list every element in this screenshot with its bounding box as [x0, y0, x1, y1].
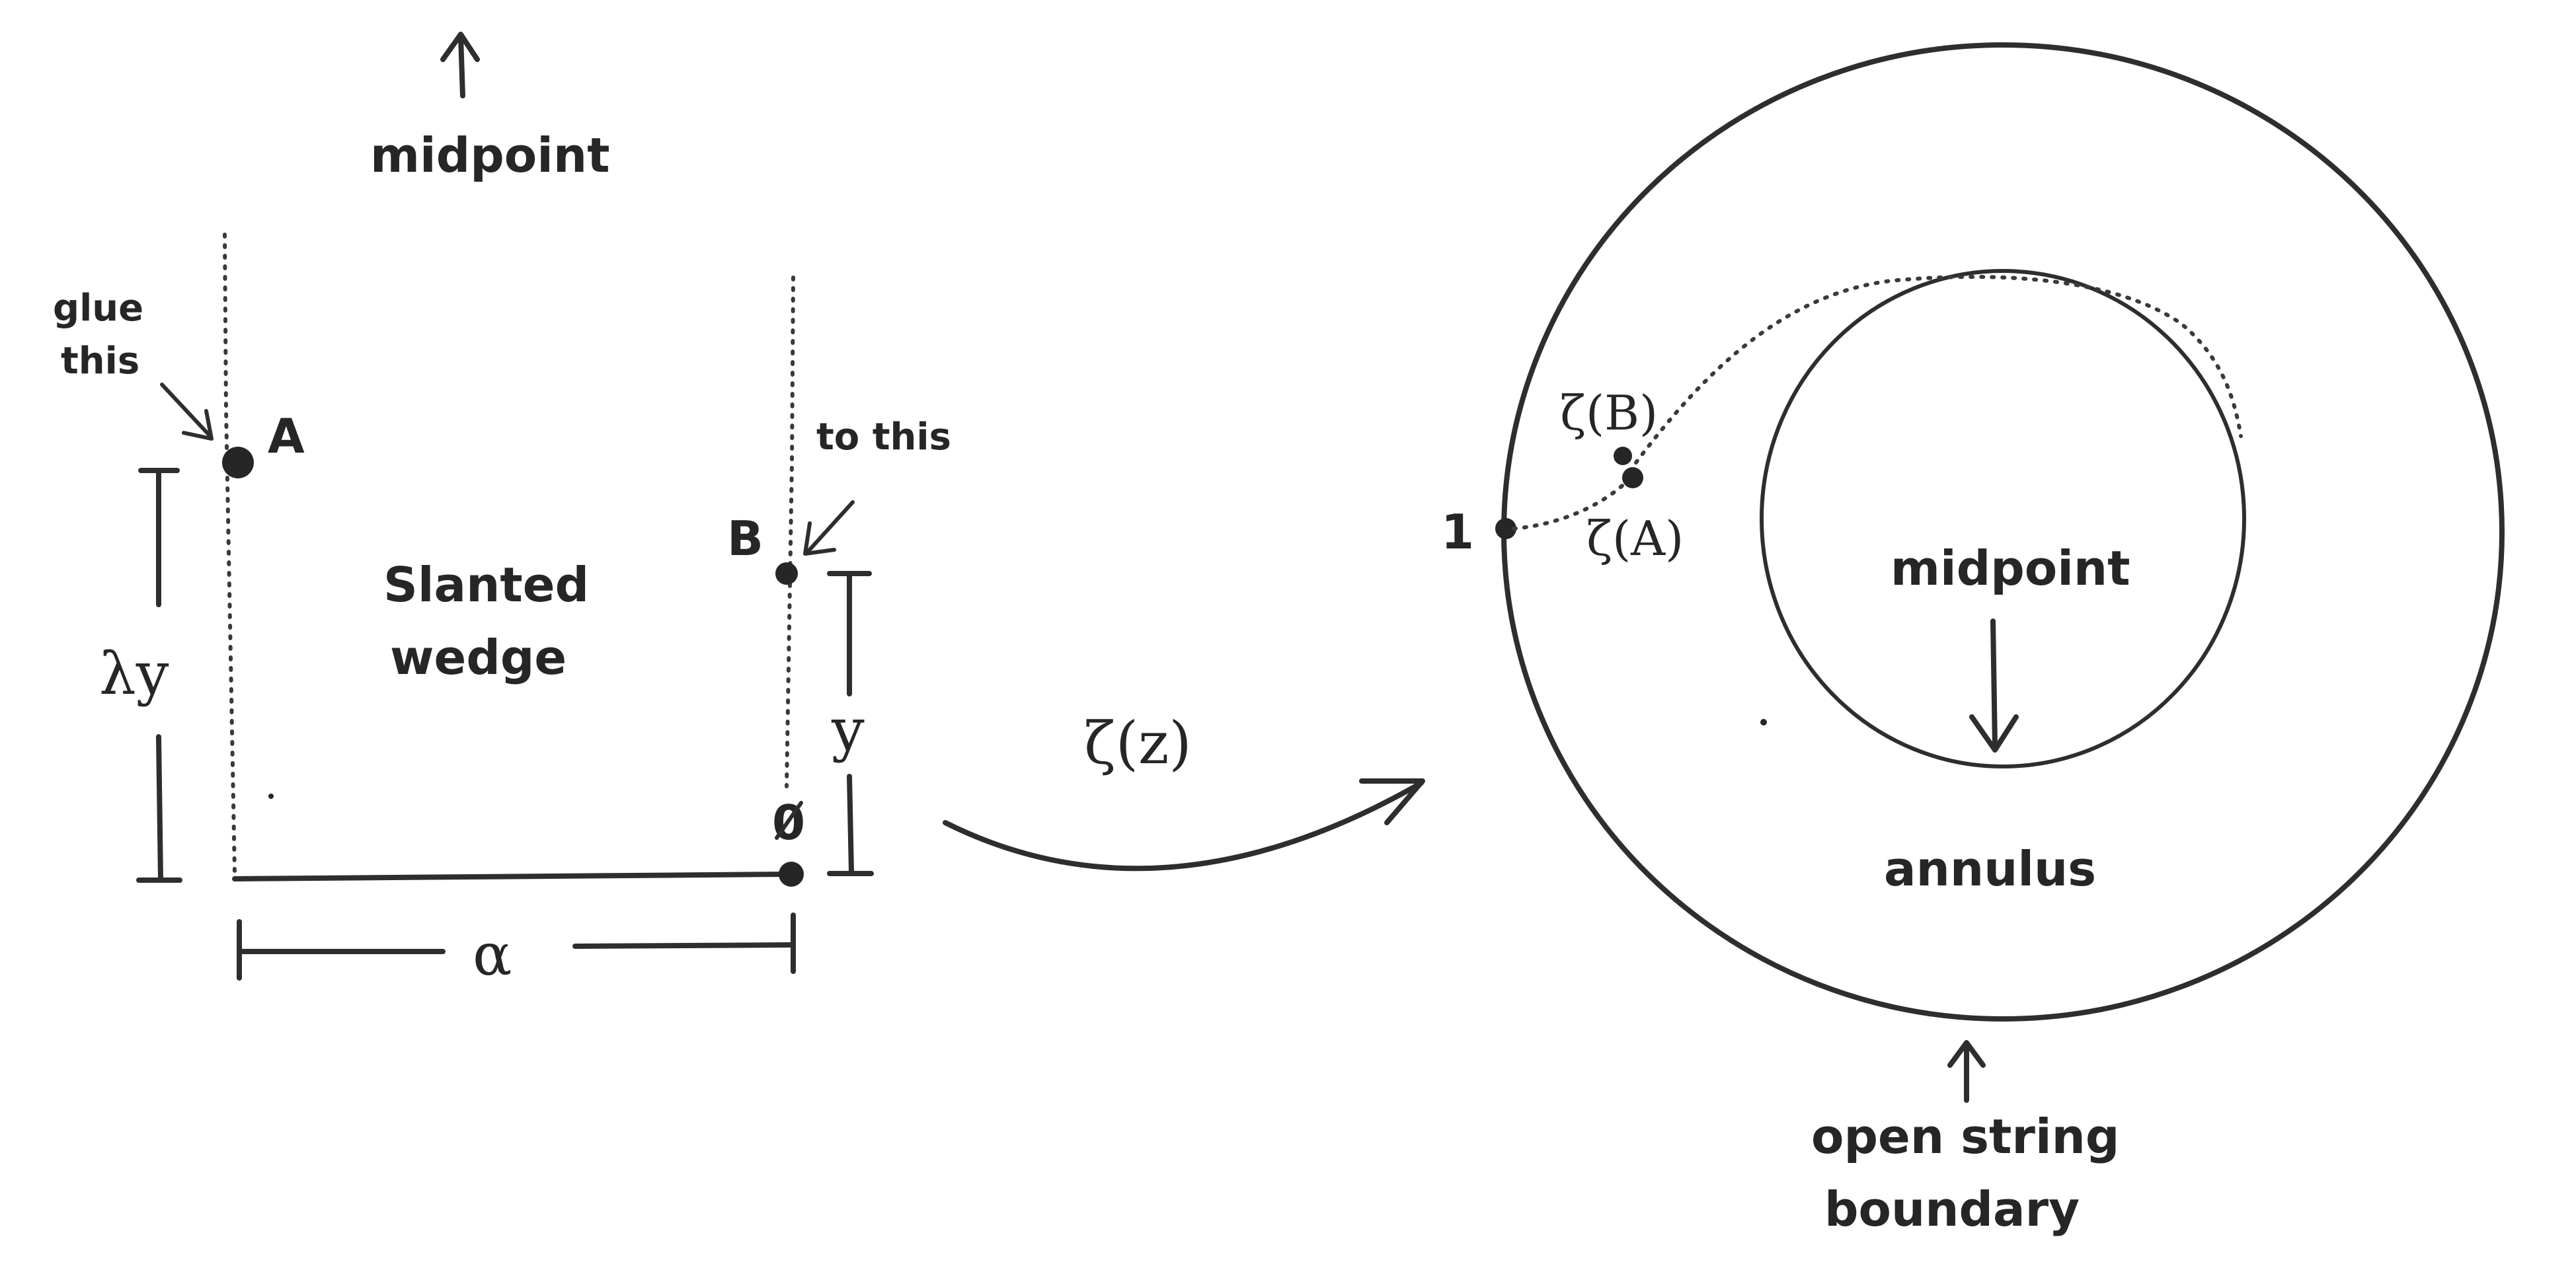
point-one-label: 1 [1441, 504, 1474, 560]
zeta-b-label: ζ(B) [1560, 385, 1658, 441]
glue-arrow [160, 383, 214, 441]
annulus-speck [1760, 719, 1767, 726]
zero-slash [775, 801, 803, 840]
wedge-corner-dot [779, 862, 804, 887]
path-one-to-zeta-a [1512, 477, 1631, 531]
point-a-dot [222, 447, 254, 478]
point-b-label: B [727, 511, 763, 566]
to-this-arrow [803, 500, 855, 556]
zeta-b-dot [1614, 447, 1632, 465]
boundary-label-line2: boundary [1824, 1181, 2080, 1237]
lambda-y-label: λy [99, 640, 169, 708]
point-one-dot [1495, 518, 1516, 539]
lambda-y-bracket [136, 468, 182, 883]
zeta-a-label: ζ(A) [1586, 511, 1684, 566]
map-arrow-curve [943, 780, 1424, 872]
inner-midpoint-label: midpoint [1891, 541, 2130, 596]
annulus-inner-circle [1760, 269, 2246, 768]
annulus-figure: 1 ζ(B) ζ(A) midpoint annulus open string… [268, 42, 2505, 1237]
map-label: ζ(z) [1084, 709, 1192, 777]
boundary-arrow [1947, 1040, 1986, 1103]
inner-midpoint-arrow [1969, 618, 2019, 753]
right-edge-dashed [785, 276, 795, 788]
alpha-bracket [237, 913, 796, 981]
conformal-map-arrow: ζ(z) [943, 709, 1425, 872]
path-zeta-b-around [1634, 275, 2243, 465]
glue-label-line1: glue [53, 287, 143, 330]
wedge-body-label-line1: Slanted [383, 557, 589, 613]
to-this-label: to this [816, 416, 951, 459]
top-midpoint-arrow [440, 32, 480, 98]
zeta-a-dot [1622, 467, 1643, 488]
top-midpoint-label: midpoint [370, 128, 610, 183]
y-label: y [831, 696, 865, 764]
slanted-wedge-figure: midpoint glue this A to this B Slanted w… [53, 32, 951, 989]
point-a-label: A [268, 408, 305, 464]
boundary-label-line1: open string [1811, 1109, 2119, 1164]
wedge-body-label-line2: wedge [390, 630, 566, 685]
wedge-bottom-edge [232, 872, 793, 881]
alpha-label: α [473, 920, 512, 989]
left-edge-dashed [223, 233, 237, 874]
point-b-dot [775, 562, 798, 585]
glue-label-line2: this [61, 340, 139, 383]
y-bracket [827, 571, 874, 876]
wedge-speck [268, 794, 274, 799]
map-arrow-head [1359, 778, 1425, 825]
annulus-body-label: annulus [1884, 841, 2096, 897]
